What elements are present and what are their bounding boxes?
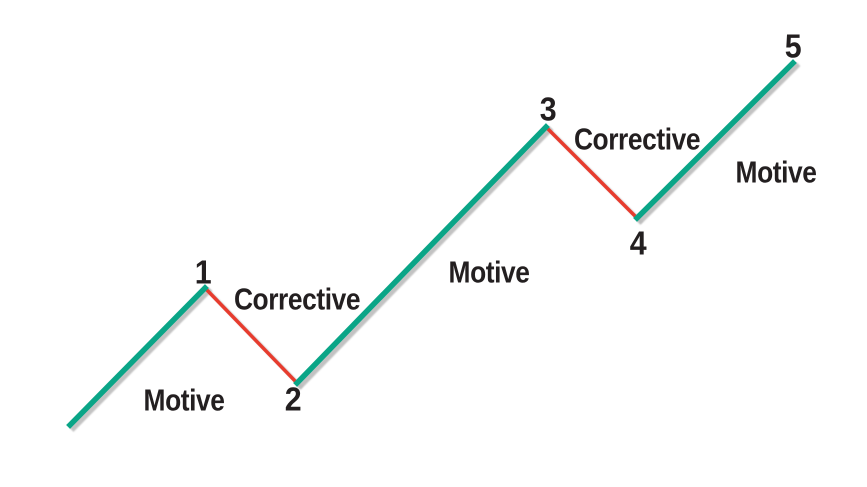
- wave-segment-corrective-2: [202, 285, 300, 386]
- wave-segment-corrective-4: [543, 124, 640, 221]
- wave-point-label-4: 4: [629, 224, 647, 262]
- wave-segment-motive-3: [293, 123, 550, 387]
- segment-label-corrective-2: Corrective: [573, 121, 701, 157]
- segment-label-motive-3: Motive: [735, 154, 817, 190]
- segment-label-motive-1: Motive: [143, 382, 225, 418]
- segment-label-corrective-1: Corrective: [233, 281, 361, 317]
- wave-point-label-3: 3: [539, 90, 557, 128]
- segment-label-motive-2: Motive: [448, 254, 530, 290]
- wave-point-label-2: 2: [284, 380, 302, 418]
- wave-line-layer: [66, 59, 797, 429]
- wave-point-label-5: 5: [784, 27, 802, 65]
- wave-segment-shadow-5: [636, 62, 801, 225]
- wave-segment-shadow-3: [296, 126, 554, 390]
- wave-point-label-1: 1: [194, 253, 212, 291]
- wave-segment-motive-1: [66, 284, 209, 429]
- wave-segment-shadow-1: [69, 287, 213, 432]
- wave-segment-motive-5: [633, 59, 797, 222]
- wave-shadow-layer: [69, 62, 801, 432]
